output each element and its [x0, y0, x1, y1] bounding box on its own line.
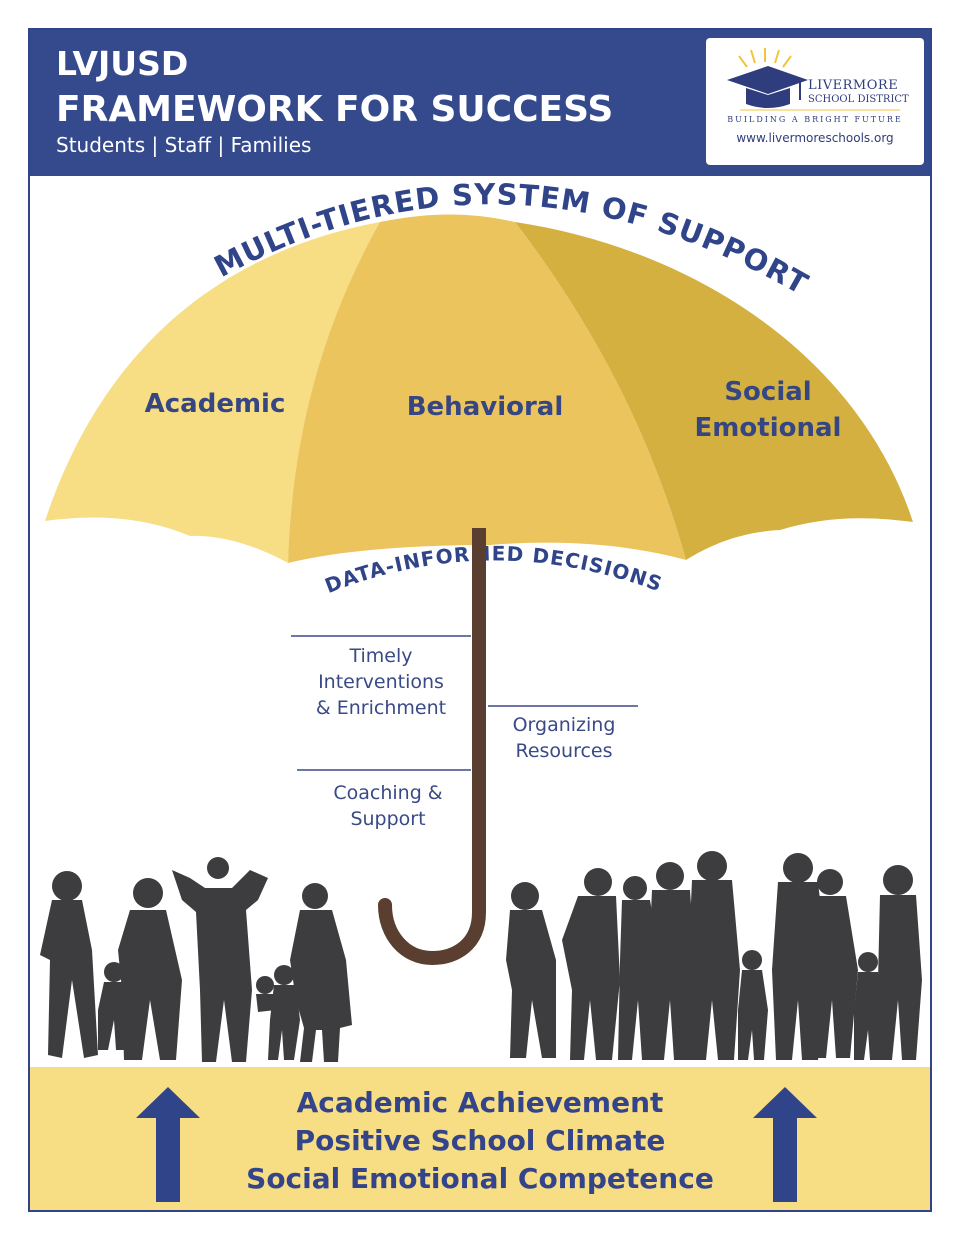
umbrella-handle	[378, 528, 486, 966]
outcome-academic-achievement: Academic Achievement	[296, 1086, 664, 1119]
support-dividers	[291, 635, 638, 771]
page-subtitle: Students | Staff | Families	[56, 133, 312, 157]
support-coaching: Coaching & Support	[333, 782, 443, 830]
segment-behavioral: Behavioral	[406, 392, 564, 422]
support-timely-interventions: Timely Interventions & Enrichment	[315, 645, 447, 719]
data-informed-label: DATA-INFORMED DECISIONS	[322, 541, 666, 598]
canopy-behavioral	[288, 214, 686, 563]
logo-name-line2: SCHOOL DISTRICT	[808, 94, 909, 105]
page-title-line2: FRAMEWORK FOR SUCCESS	[56, 89, 614, 130]
support-organizing-resources: Organizing Resources	[512, 714, 616, 762]
umbrella-canopy	[45, 214, 913, 563]
segment-academic: Academic	[144, 389, 286, 419]
logo-url: www.livermoreschools.org	[736, 131, 894, 145]
canopy-academic	[45, 222, 380, 563]
outcome-social-emotional: Social Emotional Competence	[246, 1162, 714, 1195]
people-silhouettes-right	[506, 851, 922, 1060]
arrow-up-icon	[136, 1087, 817, 1202]
people-silhouettes-left	[40, 857, 352, 1062]
outcome-positive-climate: Positive School Climate	[294, 1124, 666, 1157]
canopy-social-emotional	[515, 222, 913, 560]
graduation-cap-icon	[727, 48, 900, 111]
logo-name-line1: LIVERMORE	[808, 78, 899, 93]
page-title-line1: LVJUSD	[56, 44, 189, 83]
logo-tagline: BUILDING A BRIGHT FUTURE	[727, 115, 903, 124]
segment-social-emotional: Social Emotional	[694, 377, 842, 443]
